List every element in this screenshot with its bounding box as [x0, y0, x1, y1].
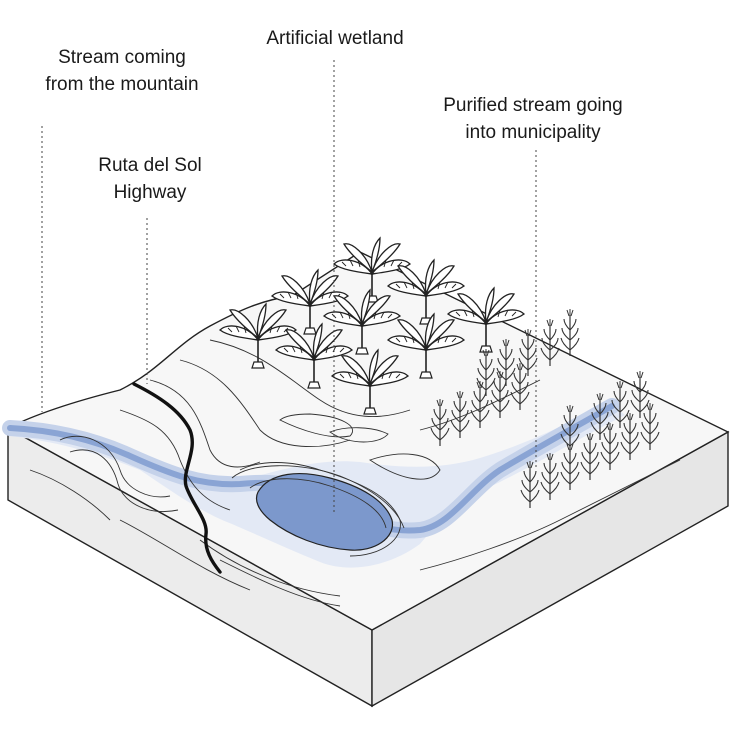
- label-line: from the mountain: [45, 74, 199, 95]
- label-line: into municipality: [465, 122, 601, 143]
- wetland-pond: [255, 473, 394, 551]
- label-line: Ruta del Sol: [98, 155, 202, 176]
- leader-lines: [41, 60, 537, 512]
- terrain-surface: [6, 251, 730, 631]
- label-purified-stream: Purified stream going into municipality: [408, 92, 658, 146]
- corn-plant-icon: [560, 308, 580, 357]
- label-line: Purified stream going: [443, 95, 623, 116]
- highway-line: [132, 382, 222, 574]
- label-line: Artificial wetland: [266, 28, 404, 49]
- label-stream-from-mountain: Stream coming from the mountain: [22, 44, 222, 98]
- label-wetland: Artificial wetland: [230, 25, 440, 52]
- label-highway: Ruta del Sol Highway: [60, 152, 240, 206]
- label-line: Stream coming: [58, 47, 186, 68]
- label-line: Highway: [113, 182, 187, 203]
